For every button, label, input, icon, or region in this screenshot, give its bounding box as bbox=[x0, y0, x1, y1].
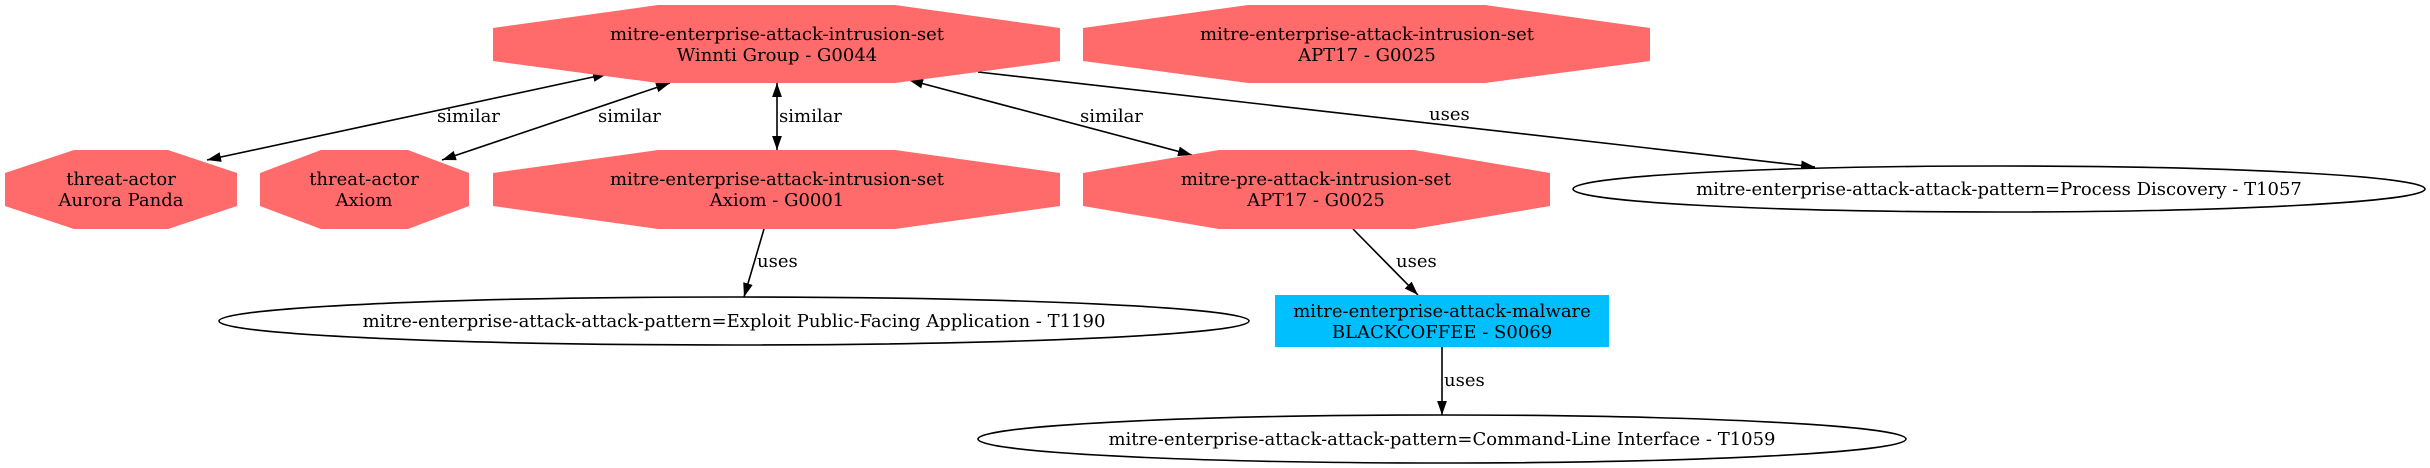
node-label: mitre-enterprise-attack-attack-pattern=C… bbox=[1108, 429, 1775, 450]
node-blackcoffee[interactable]: mitre-enterprise-attack-malware BLACKCOF… bbox=[1275, 295, 1609, 347]
edge-label-winnti-aurora-panda: similar bbox=[437, 106, 500, 127]
ellipse-shape bbox=[977, 414, 1907, 464]
node-name-label: Axiom bbox=[335, 190, 393, 211]
edge-winnti-apt17-pre[interactable] bbox=[908, 78, 1193, 157]
node-type-label: mitre-enterprise-attack-malware bbox=[1293, 301, 1591, 322]
octagon-shape bbox=[1083, 5, 1650, 83]
node-apt17-enterprise[interactable]: mitre-enterprise-attack-intrusion-set AP… bbox=[1083, 5, 1650, 83]
octagon-shape bbox=[493, 5, 1060, 83]
edge-winnti-aurora-panda[interactable] bbox=[206, 72, 608, 162]
edge-label-apt17-pre-blackcoffee: uses bbox=[1396, 251, 1437, 272]
edges: similar similar similar similar uses use… bbox=[206, 71, 1816, 415]
node-type-label: mitre-enterprise-attack-intrusion-set bbox=[610, 24, 945, 45]
node-name-label: APT17 - G0025 bbox=[1297, 45, 1436, 66]
node-aurora-panda[interactable]: threat-actor Aurora Panda bbox=[5, 150, 237, 229]
node-command-line-interface[interactable]: mitre-enterprise-attack-attack-pattern=C… bbox=[977, 414, 1907, 464]
octagon-shape bbox=[493, 150, 1060, 229]
ellipse-shape bbox=[218, 296, 1250, 346]
node-name-label: Axiom - G0001 bbox=[709, 190, 845, 211]
edge-label-winnti-axiom-actor: similar bbox=[598, 106, 661, 127]
edge-label-winnti-apt17-pre: similar bbox=[1080, 106, 1143, 127]
node-type-label: mitre-pre-attack-intrusion-set bbox=[1181, 169, 1452, 190]
node-process-discovery[interactable]: mitre-enterprise-attack-attack-pattern=P… bbox=[1572, 165, 2426, 213]
octagon-shape bbox=[260, 150, 469, 229]
edge-apt17-pre-blackcoffee[interactable] bbox=[1352, 228, 1419, 296]
node-label: mitre-enterprise-attack-attack-pattern=E… bbox=[363, 311, 1106, 332]
node-apt17-pre-attack[interactable]: mitre-pre-attack-intrusion-set APT17 - G… bbox=[1083, 150, 1550, 229]
box-shape bbox=[1275, 295, 1609, 347]
node-label: mitre-enterprise-attack-attack-pattern=P… bbox=[1696, 179, 2302, 200]
edge-winnti-axiom-actor[interactable] bbox=[441, 82, 671, 161]
node-name-label: APT17 - G0025 bbox=[1246, 190, 1385, 211]
node-axiom-g0001[interactable]: mitre-enterprise-attack-intrusion-set Ax… bbox=[493, 150, 1060, 229]
edge-label-winnti-process-discovery: uses bbox=[1429, 104, 1470, 125]
node-axiom-threat-actor[interactable]: threat-actor Axiom bbox=[260, 150, 469, 229]
node-name-label: Aurora Panda bbox=[58, 190, 184, 211]
ellipse-shape bbox=[1572, 165, 2426, 213]
node-exploit-public-facing[interactable]: mitre-enterprise-attack-attack-pattern=E… bbox=[218, 296, 1250, 346]
edge-label-axiom-g0001-exploit-public: uses bbox=[757, 251, 798, 272]
edge-winnti-process-discovery[interactable] bbox=[977, 71, 1816, 171]
node-type-label: mitre-enterprise-attack-intrusion-set bbox=[1200, 24, 1535, 45]
node-winnti-group[interactable]: mitre-enterprise-attack-intrusion-set Wi… bbox=[493, 5, 1060, 83]
nodes: mitre-enterprise-attack-intrusion-set Wi… bbox=[5, 5, 2426, 464]
node-type-label: threat-actor bbox=[309, 169, 419, 190]
edge-label-blackcoffee-command-line: uses bbox=[1444, 370, 1485, 391]
octagon-shape bbox=[5, 150, 237, 229]
node-type-label: threat-actor bbox=[66, 169, 176, 190]
octagon-shape bbox=[1083, 150, 1550, 229]
node-name-label: Winnti Group - G0044 bbox=[677, 45, 878, 66]
edge-label-winnti-axiom-g0001: similar bbox=[779, 106, 842, 127]
node-type-label: mitre-enterprise-attack-intrusion-set bbox=[610, 169, 945, 190]
edge-axiom-g0001-exploit-public[interactable] bbox=[743, 228, 765, 298]
node-name-label: BLACKCOFFEE - S0069 bbox=[1332, 322, 1552, 343]
